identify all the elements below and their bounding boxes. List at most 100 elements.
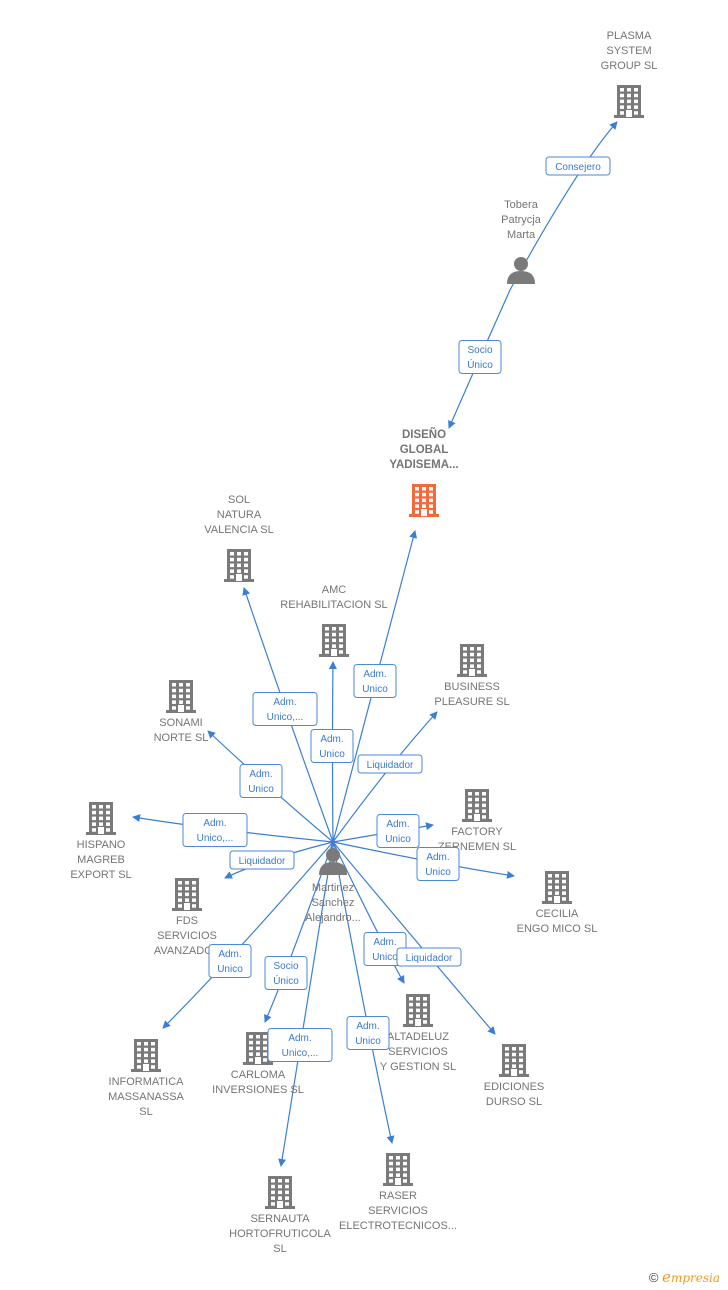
node-label-line: SYSTEM — [606, 45, 651, 57]
node-label-line: YADISEMA... — [389, 459, 458, 471]
node-diseno[interactable]: DISEÑOGLOBALYADISEMA... — [389, 428, 459, 517]
person-icon — [319, 848, 347, 875]
node-label-line: Sanchez — [312, 897, 355, 909]
node-raser[interactable]: RASER SERVICIOS ELECTROTECNICOS... — [339, 1153, 457, 1232]
node-label-line: INVERSIONES SL — [212, 1084, 304, 1096]
node-plasma[interactable]: PLASMA SYSTEM GROUP SL — [601, 30, 658, 118]
node-label-line: INFORMATICA — [109, 1076, 185, 1088]
node-label-line: HISPANO — [77, 839, 126, 851]
edge-label-text: Unico — [248, 784, 274, 795]
edge-label-text: Único — [273, 974, 299, 987]
node-label-line: SERVICIOS — [368, 1205, 428, 1217]
building-icon — [243, 1032, 273, 1065]
node-label-line: AVANZADOS — [154, 945, 220, 957]
node-label-line: PLEASURE SL — [434, 696, 509, 708]
edge-label-martinez-ediciones[interactable]: Liquidador — [396, 947, 462, 967]
edge-label-martinez-sonami[interactable]: Adm. Unico — [239, 764, 283, 798]
brand-name: mpresia — [670, 1271, 720, 1285]
edge-label-text: Adm. — [356, 1021, 379, 1032]
node-label-line: ALTADELUZ — [387, 1031, 449, 1043]
node-label-line: SOL — [228, 494, 250, 506]
edge-label-martinez-fds[interactable]: Liquidador — [229, 850, 295, 870]
node-label-line: Patrycja — [501, 214, 542, 226]
building-icon — [403, 994, 433, 1027]
edge-label-text: Adm. — [203, 818, 226, 829]
edge-label-tobera-plasma[interactable]: Consejero — [545, 156, 611, 176]
building-icon — [172, 878, 202, 911]
node-label-line: BUSINESS — [444, 681, 500, 693]
edge-label-text: Adm. — [320, 734, 343, 745]
node-label-line: SERNAUTA — [250, 1213, 310, 1225]
edge-label-martinez-informatica[interactable]: Adm. Unico — [208, 944, 252, 978]
edge-martinez-raser — [332, 841, 395, 1144]
node-label-line: Martinez — [312, 882, 354, 894]
edge-label-text: Unico — [319, 749, 345, 760]
node-business[interactable]: BUSINESS PLEASURE SL — [434, 644, 510, 708]
edge-label-martinez-diseno[interactable]: Adm. Unico — [353, 664, 397, 698]
edge-martinez-sernauta — [278, 841, 334, 1167]
node-label-line: MASSANASSA — [108, 1091, 184, 1103]
edge-label-martinez-cecilia[interactable]: Adm.Unico — [416, 847, 460, 881]
node-label-line: Tobera — [504, 199, 539, 211]
building-icon — [86, 802, 116, 835]
node-label-line: DURSO SL — [486, 1096, 542, 1108]
building-icon — [166, 680, 196, 713]
edge-label-text: Adm. — [273, 697, 296, 708]
edge-label-text: Unico,... — [197, 833, 234, 844]
edge-label-text: Adm. — [218, 949, 241, 960]
building-icon — [224, 549, 254, 582]
edge-label-martinez-amc[interactable]: Adm. Unico — [310, 729, 354, 763]
edge-label-martinez-altadeluz[interactable]: Adm.Unico — [363, 932, 407, 966]
edge-label-text: Socio — [467, 345, 492, 356]
node-label-line: PLASMA — [607, 30, 652, 42]
node-label-line: ELECTROTECNICOS... — [339, 1220, 457, 1232]
brand-logo: empresia — [662, 1268, 720, 1286]
footer-brand[interactable]: © empresia — [649, 1268, 720, 1286]
building-icon — [383, 1153, 413, 1186]
edge-label-martinez-business[interactable]: Liquidador — [357, 754, 423, 774]
edge-label-text: Consejero — [555, 162, 601, 173]
edge-label-martinez-raser[interactable]: Adm. Unico — [346, 1016, 390, 1050]
edge-label-martinez-sol[interactable]: Adm. Unico,... — [252, 692, 318, 726]
edge-label-text: Adm. — [373, 937, 396, 948]
copyright-icon: © — [648, 1270, 659, 1285]
building-icon — [614, 85, 644, 118]
edge-label-text: Liquidador — [367, 760, 414, 771]
edge-label-text: Unico — [425, 867, 451, 878]
node-label-line: GROUP SL — [601, 60, 658, 72]
person-icon — [507, 257, 535, 284]
edge-label-text: Adm. — [288, 1033, 311, 1044]
edge-label-text: Unico,... — [267, 712, 304, 723]
edge-label-text: Unico — [355, 1036, 381, 1047]
edge-label-text: Adm. — [363, 669, 386, 680]
edge-label-martinez-hispano[interactable]: Adm. Unico,... — [182, 813, 248, 847]
edge-label-text: Adm. — [249, 769, 272, 780]
building-icon — [265, 1176, 295, 1209]
node-martinez[interactable]: MartinezSanchezAlejandro... — [305, 848, 361, 924]
building-icon — [131, 1039, 161, 1072]
node-label-line: HORTOFRUTICOLA — [229, 1228, 331, 1240]
edge-label-martinez-sernauta[interactable]: Adm.Unico,... — [267, 1028, 333, 1062]
edge-label-martinez-factory[interactable]: Adm.Unico — [376, 814, 420, 848]
edge-label-text: Unico — [217, 964, 243, 975]
building-icon — [319, 624, 349, 657]
edge-label-text: Unico — [362, 684, 388, 695]
node-label-line: RASER — [379, 1190, 417, 1202]
